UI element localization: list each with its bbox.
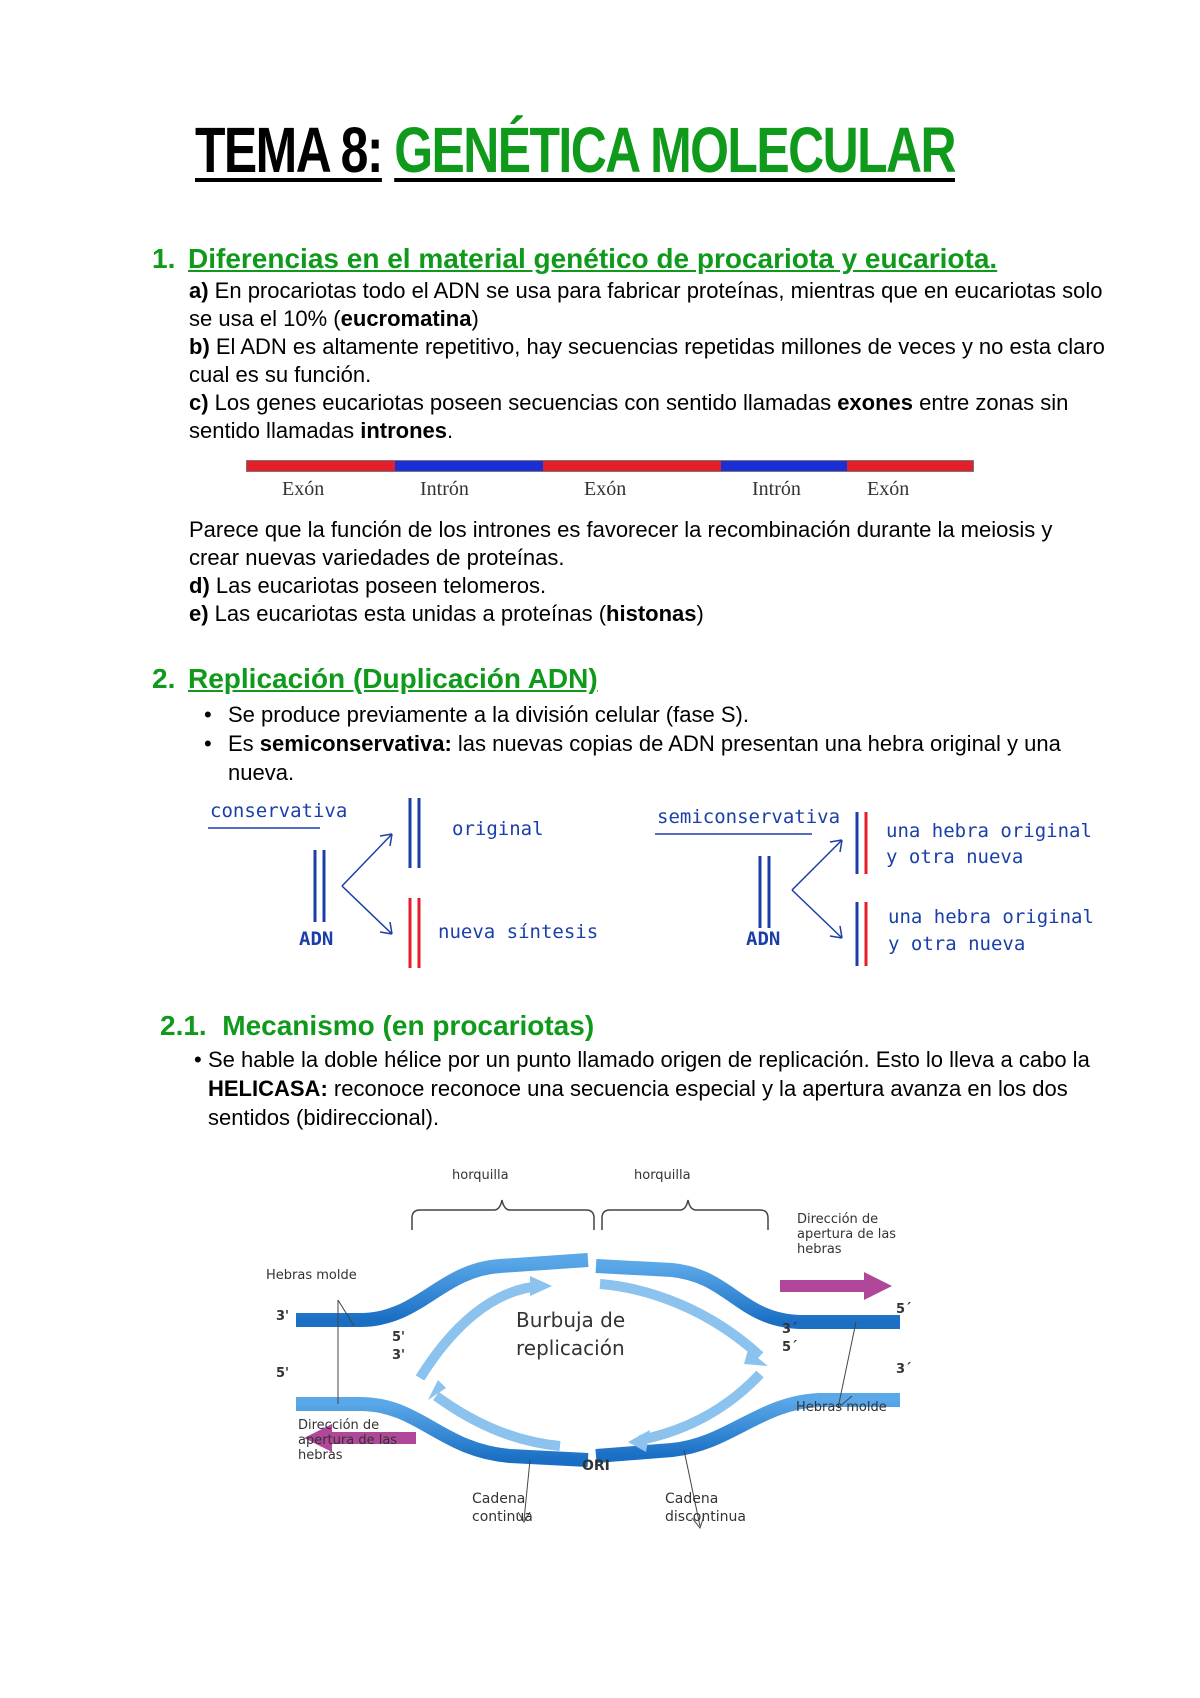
gene-label: Exón <box>584 478 627 500</box>
list-item: • Se produce previamente a la división c… <box>204 702 749 727</box>
item-e: e) Las eucariotas esta unidas a proteína… <box>189 601 704 626</box>
bullet-dot: • <box>204 702 212 727</box>
list-item: • Se hable la doble hélice por un punto … <box>194 1047 1090 1130</box>
section-2-heading: 2. Replicación (Duplicación ADN) <box>152 663 598 695</box>
hybrid-strand-label: y otra nueva <box>886 846 1024 868</box>
bullet-dot: • <box>204 731 212 756</box>
list-item: • Es semiconservativa: las nuevas copias… <box>204 731 1061 785</box>
section-2-1-title: Mecanismo (en procariotas) <box>222 1010 595 1041</box>
section-1-items: a) En procariotas todo el ADN se usa par… <box>189 277 1119 445</box>
replication-models-figure <box>208 798 868 968</box>
strand-end-label: 3' <box>276 1309 290 1324</box>
gene-label: Exón <box>867 478 910 500</box>
gene-segment <box>721 461 847 471</box>
strand-end-label: 5´ <box>782 1340 798 1355</box>
gene-segment <box>395 461 543 471</box>
original-label: original <box>452 818 544 840</box>
section-2-1-number: 2.1. <box>160 1010 207 1041</box>
dna-label: ADN <box>299 928 334 950</box>
section-2-number: 2. <box>152 663 176 694</box>
bullet-dot: • <box>194 1047 202 1072</box>
opening-direction-label-left: Dirección de apertura de las hebras <box>298 1418 398 1463</box>
origin-label: ORI <box>582 1458 610 1474</box>
page-title: TEMA 8: GENÉTICA MOLECULAR <box>195 118 957 182</box>
hybrid-strand-label: una hebra original <box>888 906 1094 928</box>
fork-label-right: horquilla <box>634 1168 691 1183</box>
template-strands-label: Hebras molde <box>796 1400 887 1415</box>
fork-label-left: horquilla <box>452 1168 509 1183</box>
item-c: c) Los genes eucariotas poseen secuencia… <box>189 390 1069 443</box>
intron-function-text: Parece que la función de los intrones es… <box>189 517 1053 570</box>
title-topic-number: TEMA 8: <box>195 114 383 186</box>
strand-end-label: 3' <box>392 1348 406 1363</box>
semiconservative-model-label: semiconservativa <box>657 806 841 828</box>
strand-end-label: 5' <box>276 1366 290 1381</box>
section-1-title: Diferencias en el material genético de p… <box>188 243 998 274</box>
dna-label: ADN <box>746 928 781 950</box>
section-1-number: 1. <box>152 243 176 274</box>
gene-segment <box>847 461 973 471</box>
item-b: b) El ADN es altamente repetitivo, hay s… <box>189 334 1105 387</box>
new-synthesis-label: nueva síntesis <box>438 921 599 943</box>
section-2-bullets: • Se produce previamente a la división c… <box>204 700 1124 787</box>
item-d: d) Las eucariotas poseen telomeros. <box>189 573 547 598</box>
section-1-items-continued: Parece que la función de los intrones es… <box>189 516 1089 628</box>
gene-label: Exón <box>282 478 325 500</box>
hybrid-strand-label: una hebra original <box>886 820 1092 842</box>
strand-end-label: 3´ <box>896 1362 912 1377</box>
gene-structure-bar <box>246 460 974 472</box>
gene-segment <box>247 461 395 471</box>
gene-segment <box>543 461 721 471</box>
strand-end-label: 5' <box>392 1330 406 1345</box>
gene-label: Intrón <box>752 478 801 500</box>
conservative-model-label: conservativa <box>210 800 348 822</box>
title-topic-name: GENÉTICA MOLECULAR <box>394 114 956 186</box>
item-a: a) En procariotas todo el ADN se usa par… <box>189 278 1103 331</box>
template-strands-label: Hebras molde <box>266 1268 357 1283</box>
section-2-title: Replicación (Duplicación ADN) <box>188 663 598 694</box>
hybrid-strand-label: y otra nueva <box>888 933 1026 955</box>
opening-direction-label-right: Dirección de apertura de las hebras <box>797 1212 897 1257</box>
gene-label: Intrón <box>420 478 469 500</box>
section-2-1-heading: 2.1. Mecanismo (en procariotas) <box>160 1010 594 1042</box>
strand-end-label: 3´ <box>782 1322 798 1337</box>
leading-strand-label: Cadena continua <box>472 1491 533 1525</box>
replication-bubble-label: Burbuja de replicación <box>516 1308 626 1360</box>
strand-end-label: 5´ <box>896 1302 912 1317</box>
section-1-heading: 1. Diferencias en el material genético de… <box>152 243 997 275</box>
replication-bubble-diagram <box>296 1199 900 1530</box>
lagging-strand-label: Cadena discontinua <box>665 1491 746 1525</box>
